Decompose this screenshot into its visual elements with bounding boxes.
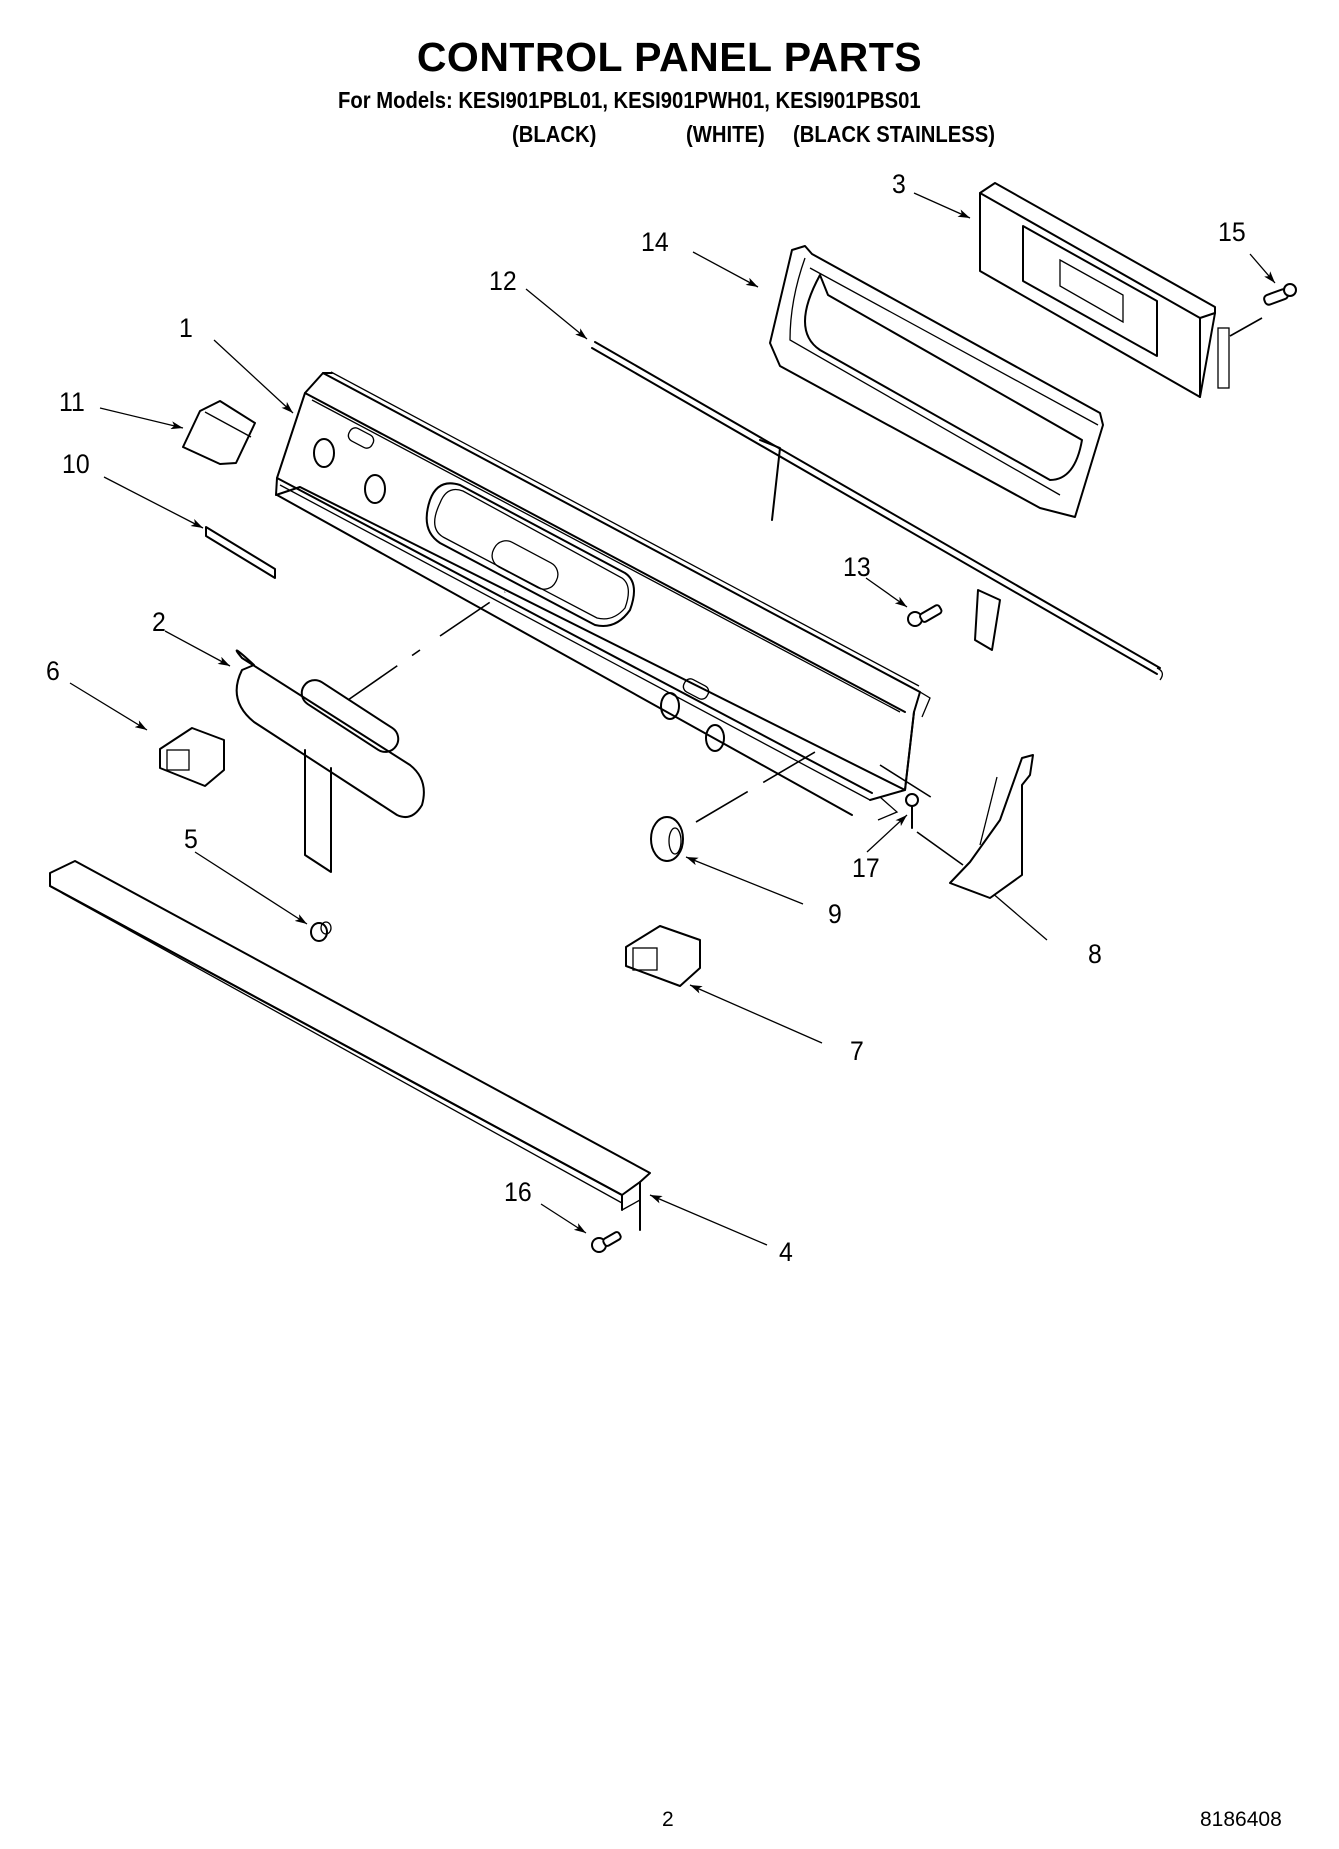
callout-5: 5 bbox=[184, 824, 198, 854]
part-11-end-bracket bbox=[182, 400, 256, 465]
part-13-screw-bracket bbox=[907, 604, 943, 627]
part-2-overlay bbox=[235, 591, 506, 873]
part-17-screw bbox=[879, 764, 964, 866]
callout-11: 11 bbox=[59, 387, 85, 417]
callout-6: 6 bbox=[46, 656, 60, 686]
callout-13: 13 bbox=[843, 552, 871, 582]
part-7-switch bbox=[625, 925, 701, 987]
callout-3: 3 bbox=[892, 169, 906, 199]
part-15-screw bbox=[1263, 283, 1297, 306]
models-line: For Models: KESI901PBL01, KESI901PWH01, … bbox=[338, 87, 921, 113]
part-1-control-panel bbox=[275, 371, 931, 821]
part-9-knob bbox=[650, 751, 816, 862]
part-8-end-cap bbox=[949, 754, 1034, 899]
callout-9: 9 bbox=[828, 899, 842, 929]
callout-4: 4 bbox=[779, 1237, 793, 1267]
part-16-screw bbox=[591, 1231, 622, 1253]
callout-8: 8 bbox=[1088, 939, 1102, 969]
callout-14: 14 bbox=[641, 227, 669, 257]
part-4-trim-channel bbox=[49, 860, 651, 1231]
page-title: CONTROL PANEL PARTS bbox=[416, 34, 923, 80]
callout-15: 15 bbox=[1218, 217, 1246, 247]
color-label-black-stainless: (BLACK STAINLESS) bbox=[793, 121, 996, 147]
part-3-electronic-control bbox=[979, 182, 1263, 398]
callout-16: 16 bbox=[504, 1177, 532, 1207]
callout-17: 17 bbox=[852, 853, 880, 883]
part-14-control-housing bbox=[769, 245, 1104, 518]
callout-1: 1 bbox=[179, 313, 193, 343]
callout-10: 10 bbox=[62, 449, 90, 479]
color-label-white: (WHITE) bbox=[686, 121, 765, 147]
callout-2: 2 bbox=[152, 607, 166, 637]
part-12-rod bbox=[591, 341, 1164, 681]
part-10-lens-strip bbox=[205, 526, 276, 579]
color-label-black: (BLACK) bbox=[512, 121, 597, 147]
callout-7: 7 bbox=[850, 1036, 864, 1066]
part-5-plug bbox=[310, 921, 332, 942]
document-number: 8186408 bbox=[1200, 1808, 1282, 1831]
page-number: 2 bbox=[662, 1808, 674, 1831]
callout-12: 12 bbox=[489, 266, 517, 296]
part-6-switch bbox=[159, 727, 225, 787]
